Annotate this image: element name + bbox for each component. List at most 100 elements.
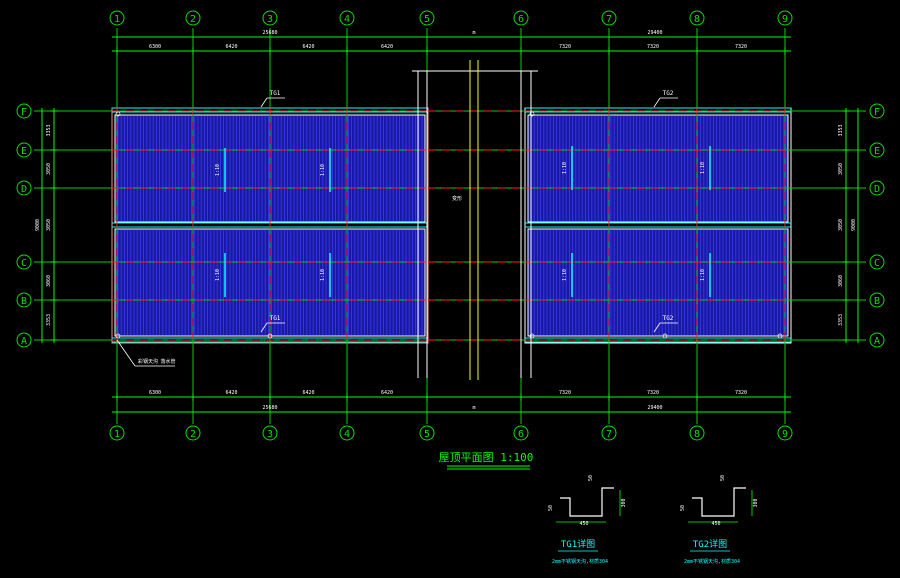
dim-text: 6420 bbox=[225, 390, 237, 396]
dim-text: 6300 bbox=[149, 44, 161, 50]
axis-bubble-C bbox=[869, 254, 885, 270]
detail-caption: 2mm不锈钢天沟,材质304 bbox=[684, 558, 740, 565]
axis-label-6: 6 bbox=[518, 14, 524, 25]
dim-text: 7320 bbox=[735, 390, 747, 396]
axis-bubble-A bbox=[869, 332, 885, 348]
axis-bubble-E bbox=[16, 142, 32, 158]
axis-label-E: E bbox=[874, 146, 880, 157]
dim-text: 3353 bbox=[46, 314, 52, 326]
leader-label: 彩钢天沟 bbox=[138, 358, 158, 365]
dim-text: 7320 bbox=[647, 390, 659, 396]
axis-label-6: 6 bbox=[518, 429, 524, 440]
dim-total: 29400 bbox=[647, 405, 662, 411]
axis-bubble-8 bbox=[689, 425, 705, 441]
detail-title: TG2详图 bbox=[693, 538, 727, 550]
axis-label-3: 3 bbox=[267, 429, 273, 440]
axis-bubble-7 bbox=[601, 10, 617, 26]
detail-width: 450 bbox=[579, 521, 588, 527]
axis-bubble-2 bbox=[185, 425, 201, 441]
dim-text: 6420 bbox=[381, 44, 393, 50]
gutter-profile bbox=[560, 487, 614, 517]
downspout bbox=[115, 333, 121, 339]
slope-label: 1:10 bbox=[700, 162, 706, 174]
dim-total: 9000 bbox=[851, 219, 857, 231]
dim-total: 29400 bbox=[647, 30, 662, 36]
slope-label: 1:10 bbox=[215, 269, 221, 281]
dim-text: 7320 bbox=[647, 44, 659, 50]
axis-label-5: 5 bbox=[424, 14, 430, 25]
axis-bubble-B bbox=[869, 292, 885, 308]
dim-text: 7320 bbox=[559, 390, 571, 396]
axis-label-C: C bbox=[21, 258, 27, 269]
dim-text: 3050 bbox=[838, 219, 844, 231]
dim-mid: m bbox=[472, 30, 475, 36]
leader-label: 落水管 bbox=[160, 358, 175, 365]
dim-text: 6420 bbox=[302, 44, 314, 50]
axis-label-8: 8 bbox=[694, 429, 700, 440]
downspout bbox=[662, 333, 668, 339]
axis-label-4: 4 bbox=[344, 429, 350, 440]
detail-lip: 50 bbox=[680, 505, 686, 511]
slope-label: 1:10 bbox=[700, 269, 706, 281]
axis-label-7: 7 bbox=[606, 14, 612, 25]
axis-bubble-6 bbox=[513, 425, 529, 441]
tag-leader bbox=[653, 322, 661, 333]
axis-bubble-D bbox=[16, 180, 32, 196]
axis-bubble-9 bbox=[777, 10, 793, 26]
axis-bubble-1 bbox=[109, 10, 125, 26]
axis-bubble-7 bbox=[601, 425, 617, 441]
slope-label: 1:10 bbox=[562, 269, 568, 281]
downspout bbox=[777, 333, 783, 339]
axis-label-A: A bbox=[21, 336, 27, 347]
axis-bubble-B bbox=[16, 292, 32, 308]
axis-bubble-4 bbox=[339, 425, 355, 441]
detail-lip-top: 50 bbox=[588, 475, 594, 481]
dim-text: 6420 bbox=[381, 390, 393, 396]
tag-leader bbox=[260, 97, 268, 108]
axis-label-9: 9 bbox=[782, 14, 788, 25]
axis-label-C: C bbox=[874, 258, 880, 269]
detail-caption: 2mm不锈钢天沟,材质304 bbox=[552, 558, 608, 565]
axis-bubble-3 bbox=[262, 10, 278, 26]
dim-text: 3050 bbox=[838, 163, 844, 175]
axis-label-8: 8 bbox=[694, 14, 700, 25]
axis-bubble-A bbox=[16, 332, 32, 348]
tag-leader bbox=[653, 97, 661, 108]
drawing-title: 屋顶平面图 1:100 bbox=[439, 451, 534, 464]
dim-text: 3060 bbox=[46, 275, 52, 287]
dim-total: 25680 bbox=[262, 405, 277, 411]
axis-label-F: F bbox=[21, 107, 27, 118]
downspout bbox=[529, 111, 535, 117]
dim-text: 3353 bbox=[838, 124, 844, 136]
axis-label-1: 1 bbox=[114, 429, 120, 440]
dim-text: 6420 bbox=[225, 44, 237, 50]
dim-text: 7320 bbox=[559, 44, 571, 50]
axis-bubble-2 bbox=[185, 10, 201, 26]
axis-bubble-1 bbox=[109, 425, 125, 441]
slope-label: 1:10 bbox=[562, 162, 568, 174]
dim-text: 3060 bbox=[838, 275, 844, 287]
axis-bubble-5 bbox=[419, 425, 435, 441]
detail-height: 300 bbox=[621, 498, 627, 507]
axis-label-D: D bbox=[21, 184, 27, 195]
gutter-tag: TG1 bbox=[270, 90, 281, 97]
detail-lip-top: 50 bbox=[720, 475, 726, 481]
slope-label: 1:10 bbox=[320, 269, 326, 281]
axis-label-2: 2 bbox=[190, 429, 196, 440]
dim-text: 3050 bbox=[46, 219, 52, 231]
dim-text: 6300 bbox=[149, 390, 161, 396]
downspout bbox=[115, 111, 121, 117]
downspout bbox=[529, 333, 535, 339]
axis-label-2: 2 bbox=[190, 14, 196, 25]
axis-label-B: B bbox=[874, 296, 880, 307]
axis-label-3: 3 bbox=[267, 14, 273, 25]
axis-label-5: 5 bbox=[424, 429, 430, 440]
axis-label-1: 1 bbox=[114, 14, 120, 25]
gutter-profile bbox=[692, 487, 746, 517]
dim-total: 25680 bbox=[262, 30, 277, 36]
gutter-tag: TG2 bbox=[663, 90, 674, 97]
axis-label-4: 4 bbox=[344, 14, 350, 25]
axis-label-A: A bbox=[874, 336, 880, 347]
